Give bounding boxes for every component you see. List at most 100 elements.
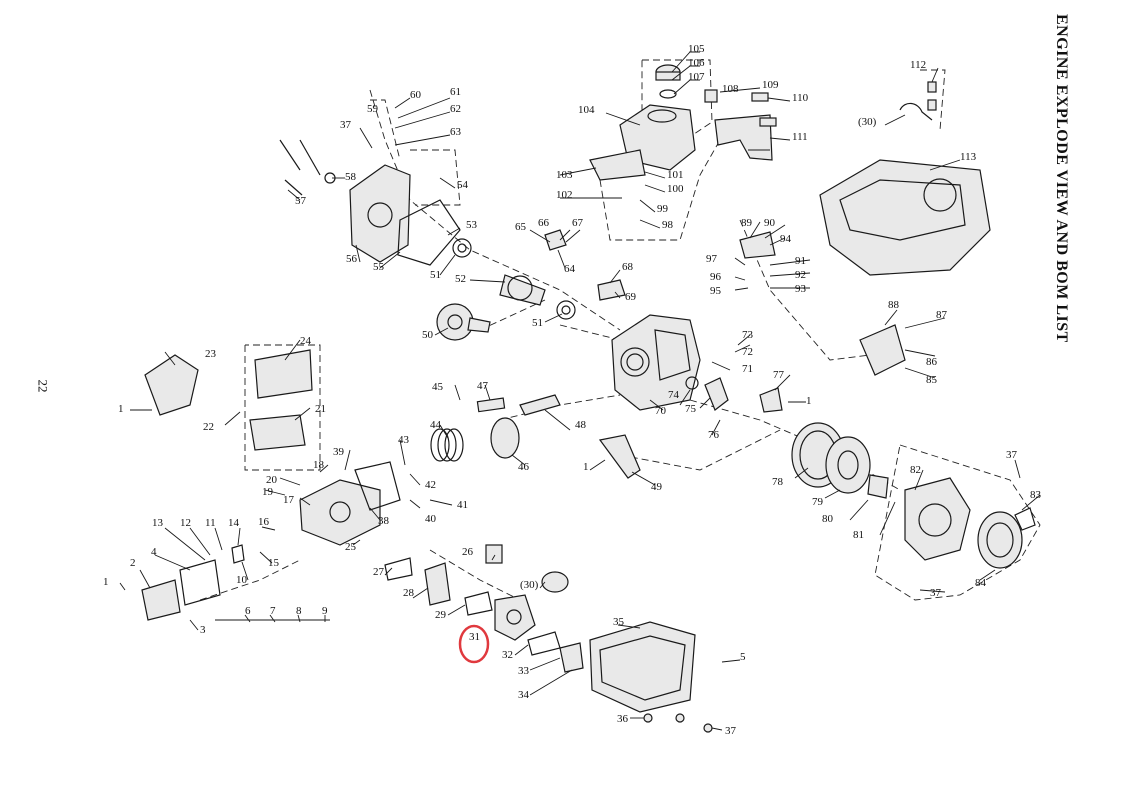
camshaft-gear (436, 303, 474, 341)
label-3: 3 (200, 624, 206, 636)
label-37-d: 37 (725, 725, 737, 737)
label-66: 66 (538, 217, 550, 229)
label-17: 17 (283, 494, 295, 506)
label-52: 52 (455, 273, 466, 285)
label-37-b: 37 (1006, 449, 1018, 461)
label-37-a: 37 (340, 119, 352, 131)
label-32: 32 (502, 649, 513, 661)
label-49: 49 (651, 481, 663, 493)
label-92: 92 (795, 269, 806, 281)
label-23: 23 (205, 348, 217, 360)
label-101: 101 (667, 169, 684, 181)
label-60: 60 (410, 89, 422, 101)
highlight-circle (458, 624, 490, 664)
leader-lines (119, 51, 1041, 731)
label-9: 9 (322, 605, 328, 617)
label-86: 86 (926, 356, 938, 368)
label-76: 76 (708, 429, 720, 441)
label-80: 80 (822, 513, 834, 525)
label-110: 110 (792, 92, 809, 104)
label-111: 111 (792, 131, 808, 143)
label-68: 68 (622, 261, 634, 273)
label-38: 38 (378, 515, 390, 527)
label-74: 74 (668, 389, 680, 401)
label-55: 55 (373, 261, 385, 273)
label-6: 6 (245, 605, 251, 617)
label-33: 33 (518, 665, 530, 677)
label-28: 28 (403, 587, 415, 599)
label-31: 31 (469, 631, 480, 643)
label-44: 44 (430, 419, 442, 431)
label-59: 59 (367, 103, 379, 115)
label-16: 16 (258, 516, 270, 528)
label-91: 91 (795, 255, 806, 267)
label-10: 10 (236, 574, 248, 586)
label-64: 64 (564, 263, 576, 275)
label-1-c: 1 (583, 461, 589, 473)
label-77: 77 (773, 369, 785, 381)
label-37-c: 37 (930, 587, 942, 599)
part-labels: 105 106 107 104 108 109 110 111 112 (30)… (103, 43, 1042, 737)
label-8: 8 (296, 605, 302, 617)
air-cleaner-cover (589, 621, 696, 713)
label-79: 79 (812, 496, 824, 508)
label-90: 90 (764, 217, 776, 229)
label-14: 14 (228, 517, 240, 529)
label-19: 19 (262, 486, 274, 498)
label-15: 15 (268, 557, 280, 569)
label-87: 87 (936, 309, 948, 321)
label-62: 62 (450, 103, 461, 115)
label-71: 71 (742, 363, 753, 375)
fan-shroud (904, 477, 971, 561)
label-75: 75 (685, 403, 697, 415)
label-97: 97 (706, 253, 718, 265)
label-73: 73 (742, 329, 754, 341)
label-30-a: (30) (858, 116, 877, 128)
label-41: 41 (457, 499, 468, 511)
label-7: 7 (270, 605, 276, 617)
label-105: 105 (688, 43, 705, 55)
label-40: 40 (425, 513, 437, 525)
label-13: 13 (152, 517, 164, 529)
label-72: 72 (742, 346, 753, 358)
label-84: 84 (975, 577, 987, 589)
label-93: 93 (795, 283, 807, 295)
label-11: 11 (205, 517, 216, 529)
label-96: 96 (710, 271, 722, 283)
label-36: 36 (617, 713, 629, 725)
cooling-fan (825, 436, 871, 494)
label-83: 83 (1030, 489, 1042, 501)
label-12: 12 (180, 517, 191, 529)
label-103: 103 (556, 169, 573, 181)
label-95: 95 (710, 285, 722, 297)
label-1-b: 1 (118, 403, 124, 415)
label-35: 35 (613, 616, 625, 628)
label-5: 5 (740, 651, 746, 663)
label-107: 107 (688, 71, 705, 83)
label-63: 63 (450, 126, 462, 138)
label-4: 4 (151, 546, 157, 558)
label-104: 104 (578, 104, 595, 116)
carburetor (494, 594, 536, 641)
label-2: 2 (130, 557, 136, 569)
label-113: 113 (960, 151, 977, 163)
label-29: 29 (435, 609, 447, 621)
label-43: 43 (398, 434, 410, 446)
label-82: 82 (910, 464, 921, 476)
cylinder-head (299, 479, 381, 546)
piston (490, 417, 520, 459)
label-20: 20 (266, 474, 278, 486)
label-46: 46 (518, 461, 530, 473)
label-88: 88 (888, 299, 900, 311)
label-48: 48 (575, 419, 587, 431)
label-51-a: 51 (430, 269, 441, 281)
label-21: 21 (315, 403, 326, 415)
label-1-a: 1 (806, 395, 812, 407)
label-57: 57 (295, 195, 307, 207)
label-109: 109 (762, 79, 779, 91)
label-54: 54 (457, 179, 469, 191)
label-34: 34 (518, 689, 530, 701)
label-1-d: 1 (103, 576, 109, 588)
label-25: 25 (345, 541, 357, 553)
